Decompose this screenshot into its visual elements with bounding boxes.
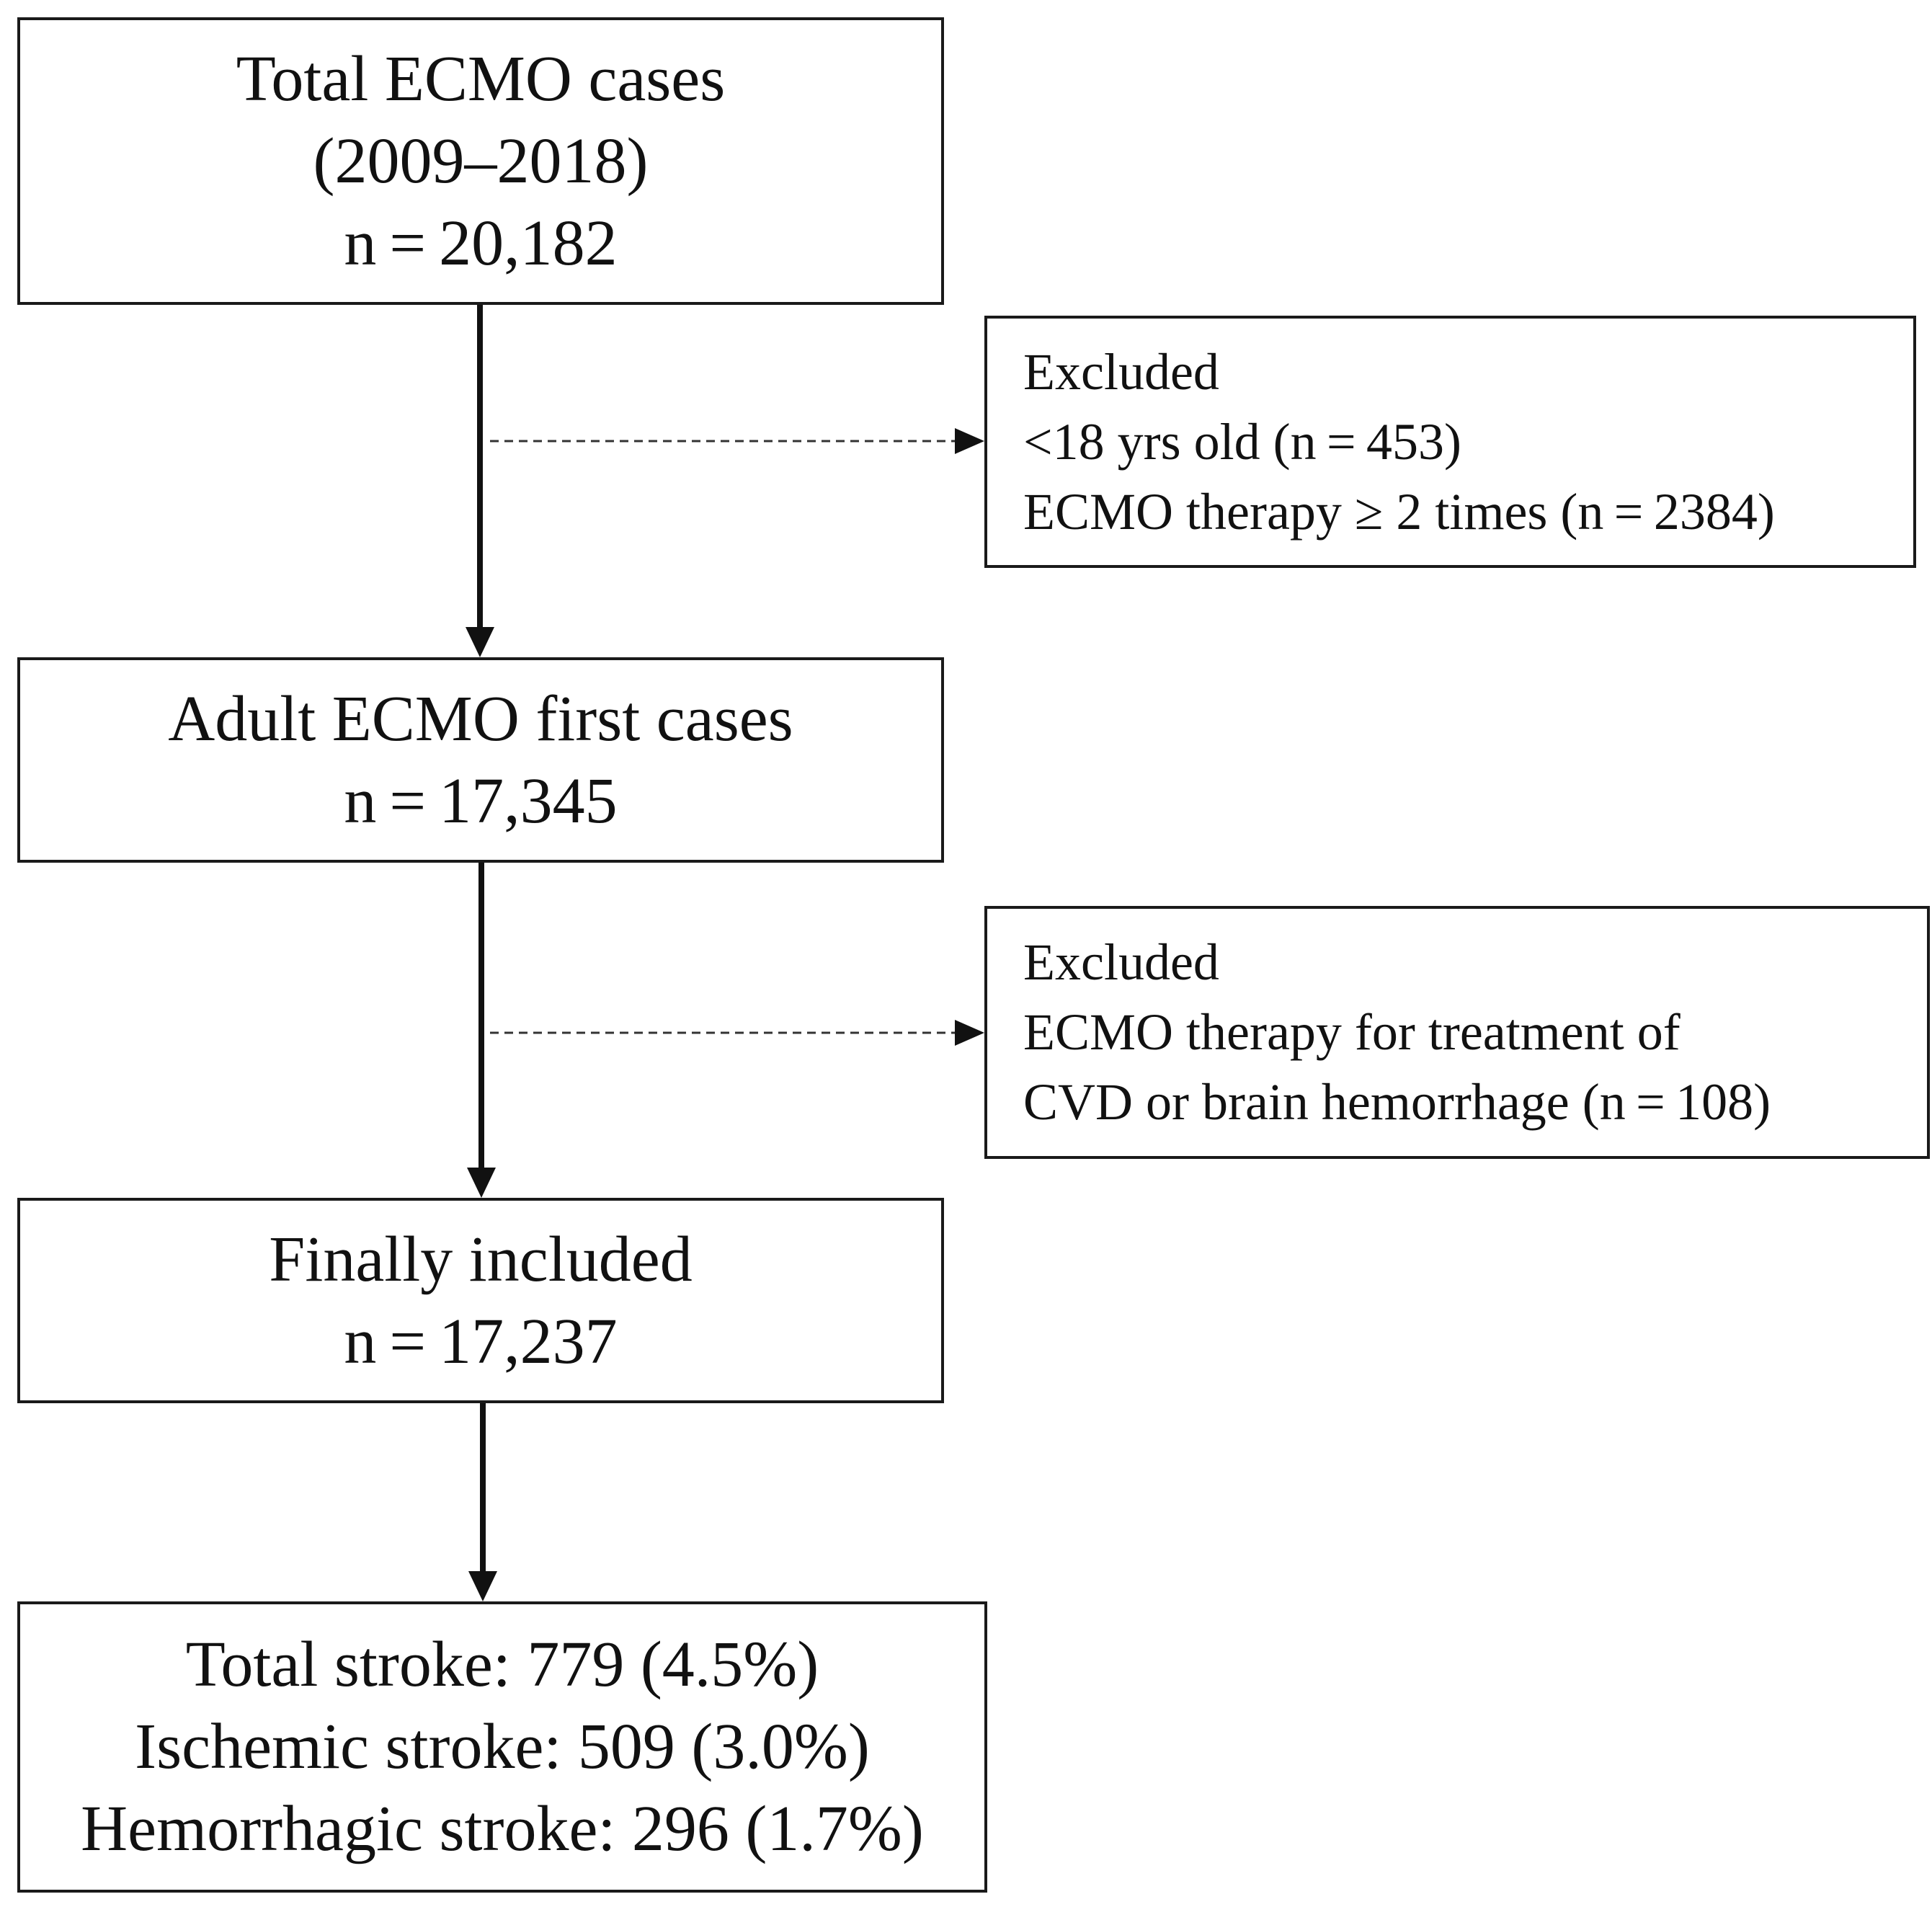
stroke-outcomes-box: Total stroke: 779 (4.5%) Ischemic stroke… (17, 1601, 987, 1893)
adult-first-box: Adult ECMO first cases n = 17,345 (17, 657, 944, 863)
exclusion-box-2: Excluded ECMO therapy for treatment of C… (984, 906, 1930, 1159)
exclusion-box-1: Excluded <18 yrs old (n = 453) ECMO ther… (984, 316, 1916, 568)
arrowhead-exclusion-1 (955, 428, 984, 454)
final-included-title: Finally included (269, 1223, 693, 1295)
hemorrhagic-stroke-line: Hemorrhagic stroke: 296 (1.7%) (81, 1793, 924, 1864)
arrowhead-outcomes (468, 1571, 497, 1601)
ischemic-stroke-line: Ischemic stroke: 509 (3.0%) (135, 1711, 870, 1782)
exclusion-1-age: <18 yrs old (n = 453) (1023, 412, 1461, 471)
arrowhead-exclusion-2 (955, 1020, 984, 1046)
final-included-box: Finally included n = 17,237 (17, 1198, 944, 1403)
exclusion-2-line-2: CVD or brain hemorrhage (n = 108) (1023, 1073, 1771, 1131)
total-cases-title: Total ECMO cases (236, 43, 726, 115)
exclusion-2-heading: Excluded (1023, 933, 1219, 991)
total-cases-box: Total ECMO cases (2009–2018) n = 20,182 (17, 17, 944, 305)
exclusion-2-line-1: ECMO therapy for treatment of (1023, 1003, 1681, 1061)
total-cases-count: n = 20,182 (344, 207, 618, 279)
total-stroke-line: Total stroke: 779 (4.5%) (185, 1629, 819, 1700)
arrowhead-final (467, 1168, 496, 1198)
adult-first-count: n = 17,345 (344, 765, 618, 837)
exclusion-1-heading: Excluded (1023, 342, 1219, 401)
final-included-count: n = 17,237 (344, 1305, 618, 1377)
arrowhead-adult (466, 627, 494, 657)
total-cases-period: (2009–2018) (313, 125, 649, 197)
exclusion-1-repeat: ECMO therapy ≥ 2 times (n = 2384) (1023, 482, 1775, 541)
adult-first-title: Adult ECMO first cases (168, 683, 793, 755)
